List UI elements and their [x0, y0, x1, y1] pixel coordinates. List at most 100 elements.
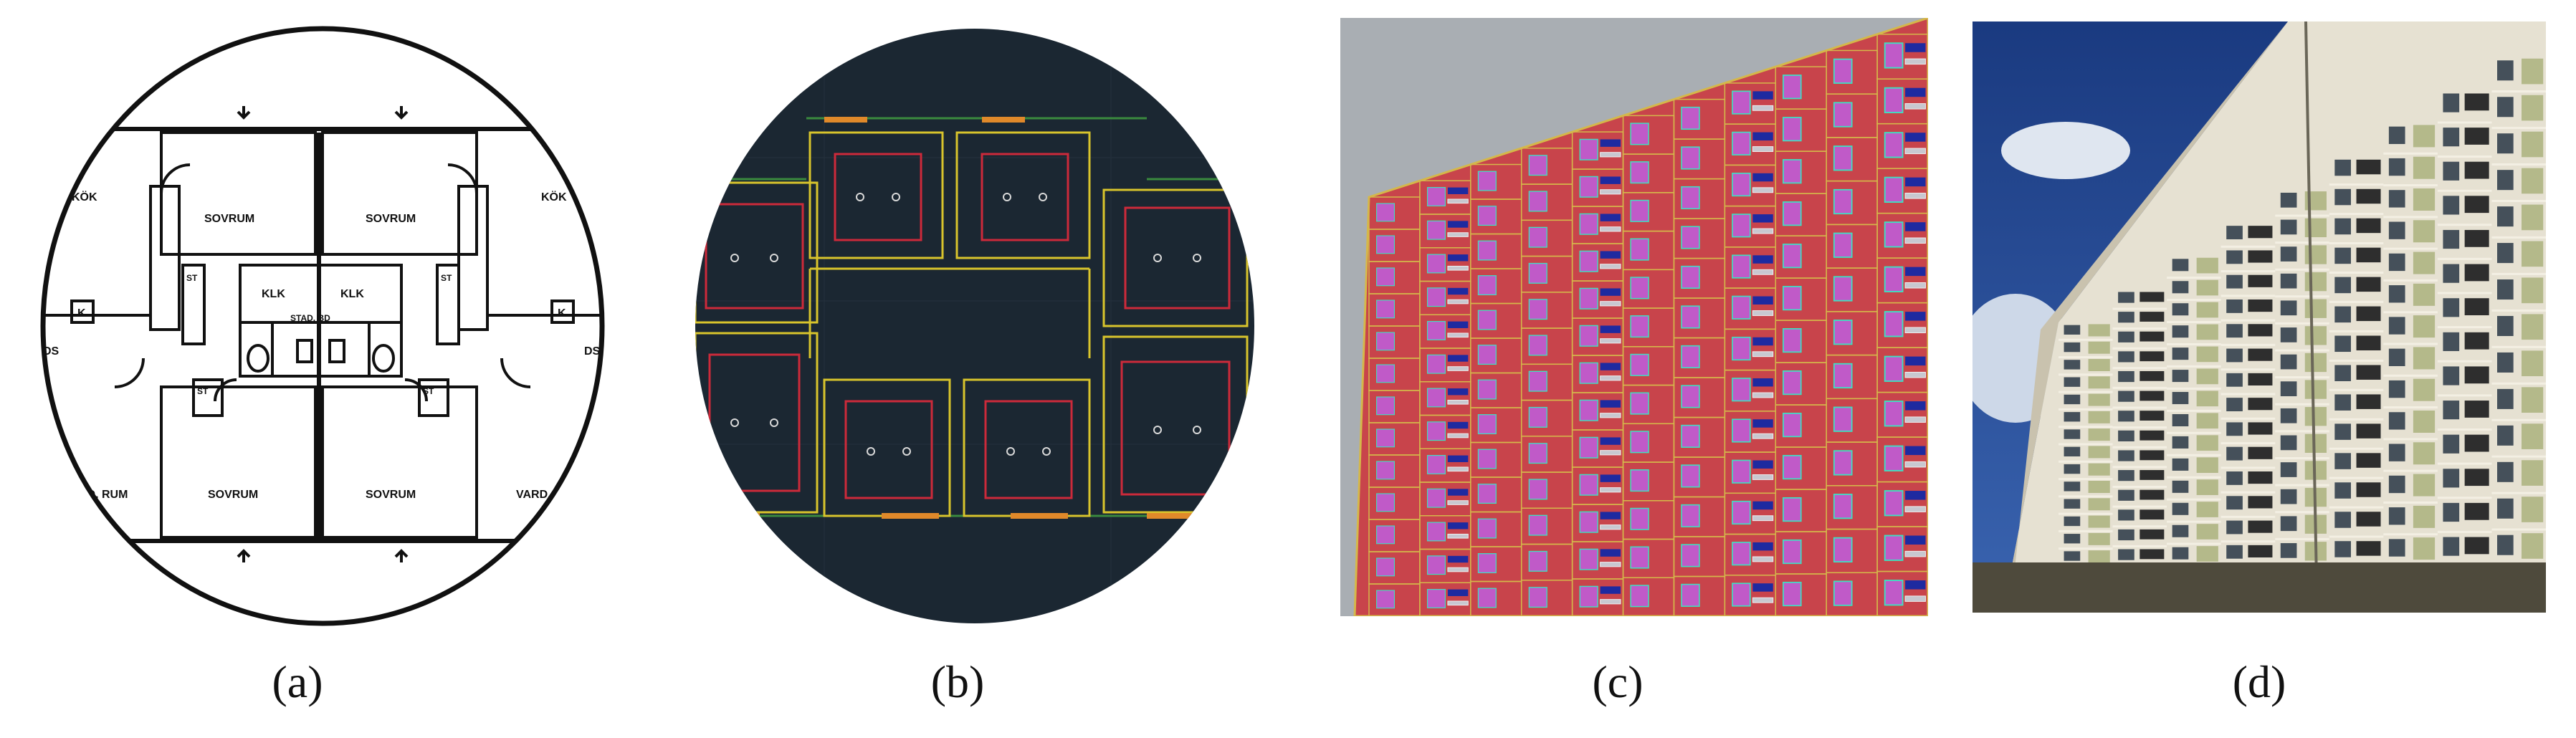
balcony — [1904, 550, 1926, 557]
balcony — [2248, 226, 2273, 239]
window — [1528, 587, 1547, 608]
window — [2497, 461, 2514, 482]
balcony — [1904, 461, 1926, 468]
window — [1376, 364, 1396, 383]
window — [2172, 458, 2189, 471]
balcony — [1447, 198, 1469, 204]
balcony — [1600, 487, 1621, 493]
window — [2497, 133, 2514, 154]
balcony — [1447, 332, 1469, 338]
window — [1376, 461, 1396, 480]
balcony-shadow — [1752, 419, 1773, 428]
window — [2280, 354, 2297, 370]
balcony — [1752, 556, 1774, 562]
window — [1477, 206, 1497, 226]
panel-c-facade-model — [1340, 18, 1928, 616]
balcony — [2464, 229, 2489, 247]
window — [2334, 423, 2351, 440]
window — [2334, 394, 2351, 411]
window — [1579, 474, 1598, 496]
window — [1681, 544, 1700, 567]
balcony — [2139, 450, 2165, 461]
window — [2388, 539, 2405, 557]
window — [1376, 428, 1396, 448]
balcony-shadow — [1600, 400, 1621, 408]
balcony — [1752, 269, 1774, 275]
balcony — [2356, 218, 2381, 234]
window — [2118, 370, 2134, 383]
window — [1884, 535, 1904, 561]
balcony — [2356, 188, 2381, 204]
caption-c: (c) — [1592, 656, 1644, 707]
window — [2118, 430, 2134, 441]
window — [2118, 450, 2134, 461]
green-panel — [2196, 502, 2218, 517]
balcony — [1752, 105, 1774, 111]
green-panel — [2088, 498, 2110, 511]
shrubs — [1972, 562, 2546, 613]
window — [1528, 191, 1547, 212]
room-label: ST — [186, 273, 198, 283]
balcony-shadow — [1905, 535, 1926, 545]
window — [1884, 221, 1904, 248]
window — [2388, 348, 2405, 366]
balcony — [2248, 422, 2273, 435]
balcony-shadow — [1447, 589, 1469, 596]
balcony — [2139, 509, 2165, 520]
balcony — [2464, 502, 2489, 520]
window — [2388, 285, 2405, 303]
window — [1783, 117, 1802, 142]
window — [1884, 87, 1904, 114]
window — [2443, 332, 2460, 351]
window — [1426, 321, 1446, 340]
window — [1884, 445, 1904, 471]
window — [2226, 250, 2243, 264]
window — [1630, 392, 1649, 415]
green-panel — [2522, 131, 2544, 158]
balcony-shadow — [1905, 312, 1926, 321]
window — [2388, 253, 2405, 272]
window — [1477, 379, 1497, 400]
window — [2226, 545, 2243, 559]
balcony — [1752, 228, 1774, 234]
balcony — [1447, 533, 1469, 539]
window — [2118, 509, 2134, 521]
green-panel — [2522, 95, 2544, 121]
window — [1681, 424, 1700, 448]
window — [1732, 542, 1751, 566]
window — [2118, 331, 2134, 342]
balcony — [2139, 292, 2165, 302]
window — [1833, 450, 1853, 476]
green-panel — [2413, 188, 2436, 211]
balcony-shadow — [1905, 401, 1926, 411]
balcony — [1904, 506, 1926, 512]
window — [1732, 131, 1751, 155]
cad-drawing — [695, 29, 1254, 623]
balcony-shadow — [1752, 378, 1773, 387]
panel-a-floor-plan: KÖK SOVRUM SOVRUM KÖK KLK KLK SOVRUM SOV… — [29, 14, 616, 631]
green-panel — [2413, 251, 2436, 274]
window — [1528, 370, 1547, 392]
window — [2226, 324, 2243, 338]
building-photo — [1972, 21, 2546, 613]
balcony-shadow — [1752, 173, 1773, 182]
balcony — [1904, 237, 1926, 244]
window — [2443, 264, 2460, 283]
balcony-shadow — [1905, 580, 1926, 590]
balcony-shadow — [1600, 176, 1621, 184]
window — [1477, 414, 1497, 435]
balcony-shadow — [1905, 267, 1926, 277]
room-label: SOVRUM — [366, 489, 416, 501]
window — [2064, 481, 2081, 492]
window — [1681, 583, 1700, 607]
balcony — [2139, 411, 2165, 421]
window — [2334, 512, 2351, 528]
panel-b-cad-plan — [681, 14, 1269, 631]
balcony — [2139, 370, 2165, 381]
window — [2443, 161, 2460, 181]
window — [2064, 342, 2081, 353]
window — [2226, 299, 2243, 313]
facade-grid — [1368, 33, 1928, 616]
window — [2334, 306, 2351, 323]
balcony — [2464, 298, 2489, 315]
